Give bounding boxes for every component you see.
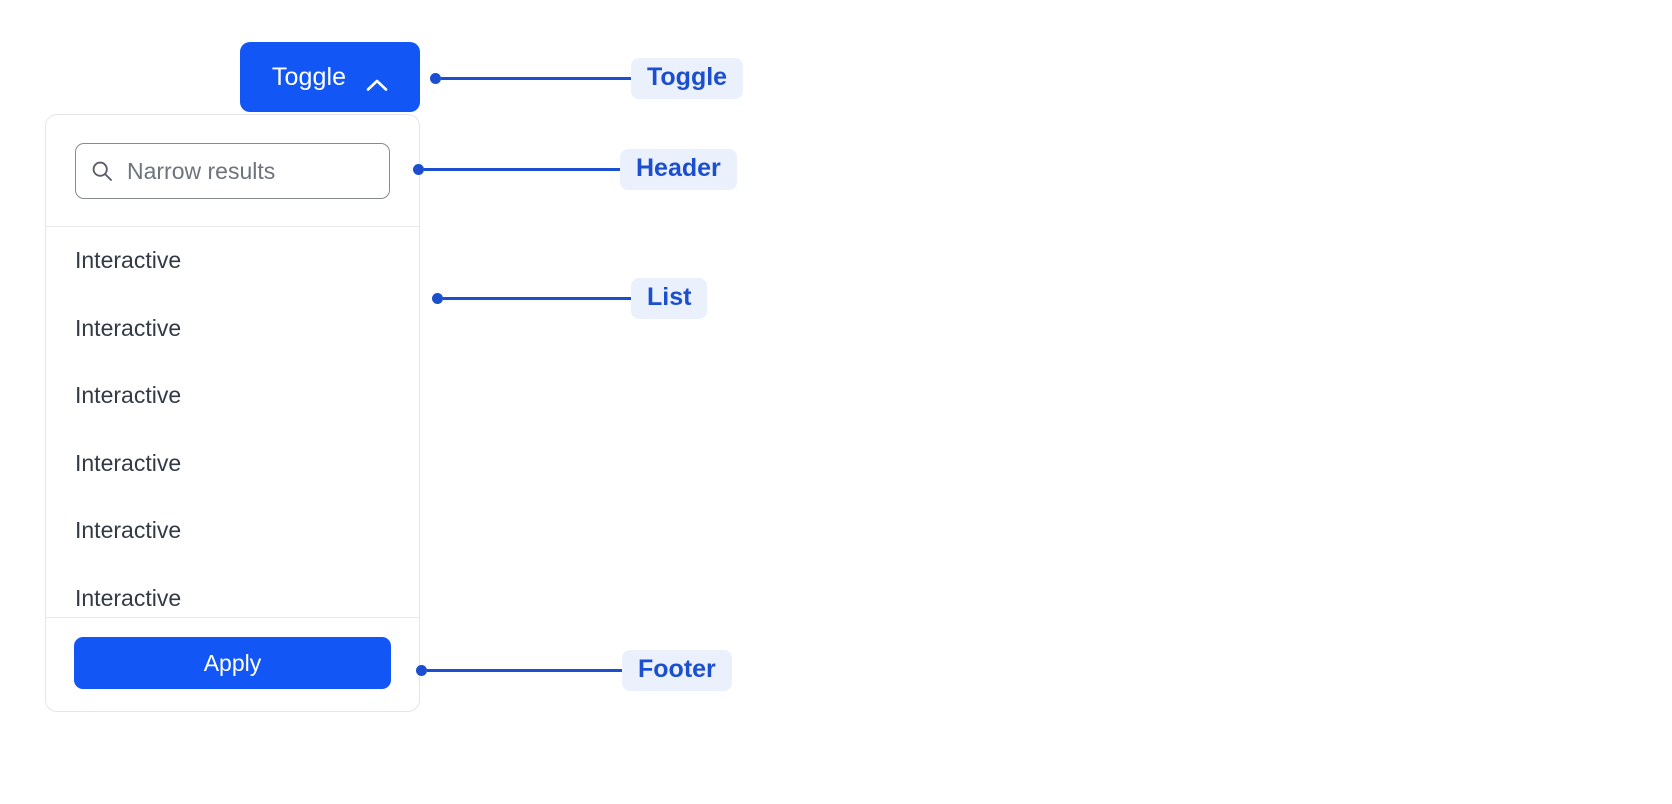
list-item-label: Interactive xyxy=(75,382,182,409)
list-item-label: Interactive xyxy=(75,517,182,544)
annotation-label-list: List xyxy=(631,277,708,319)
annotation-label-header: Header xyxy=(620,148,737,190)
toggle-button-label: Toggle xyxy=(271,62,347,91)
annotation-leader-line xyxy=(443,296,631,300)
apply-button[interactable]: Apply xyxy=(74,637,391,689)
annotation-leader-line xyxy=(424,167,620,171)
list-item[interactable]: Interactive xyxy=(46,227,419,295)
dropdown-list: Interactive Interactive Interactive Inte… xyxy=(46,227,419,617)
annotation-leader-line xyxy=(441,76,631,80)
search-input[interactable] xyxy=(127,157,375,185)
annotation-label-footer: Footer xyxy=(622,649,732,691)
list-item[interactable]: Interactive xyxy=(46,565,419,618)
annotation-dot-icon xyxy=(432,292,443,304)
list-item-label: Interactive xyxy=(75,314,182,341)
annotation-dot-icon xyxy=(413,163,424,175)
list-item[interactable]: Interactive xyxy=(46,362,419,430)
dropdown-footer: Apply xyxy=(46,617,419,711)
list-item-label: Interactive xyxy=(75,449,182,476)
dropdown-panel: Interactive Interactive Interactive Inte… xyxy=(45,114,420,712)
list-item[interactable]: Interactive xyxy=(46,295,419,363)
dropdown-header xyxy=(46,115,419,227)
search-icon xyxy=(90,159,114,183)
annotation-dot-icon xyxy=(416,664,427,676)
search-field[interactable] xyxy=(75,143,390,199)
list-item-label: Interactive xyxy=(75,584,182,611)
list-item[interactable]: Interactive xyxy=(46,430,419,498)
list-item-label: Interactive xyxy=(75,247,182,274)
annotation-label-toggle: Toggle xyxy=(631,57,744,99)
chevron-up-icon xyxy=(366,70,388,91)
annotation-leader-line xyxy=(427,668,622,672)
toggle-button[interactable]: Toggle xyxy=(240,42,420,112)
list-item[interactable]: Interactive xyxy=(46,497,419,565)
annotation-dot-icon xyxy=(430,72,441,84)
